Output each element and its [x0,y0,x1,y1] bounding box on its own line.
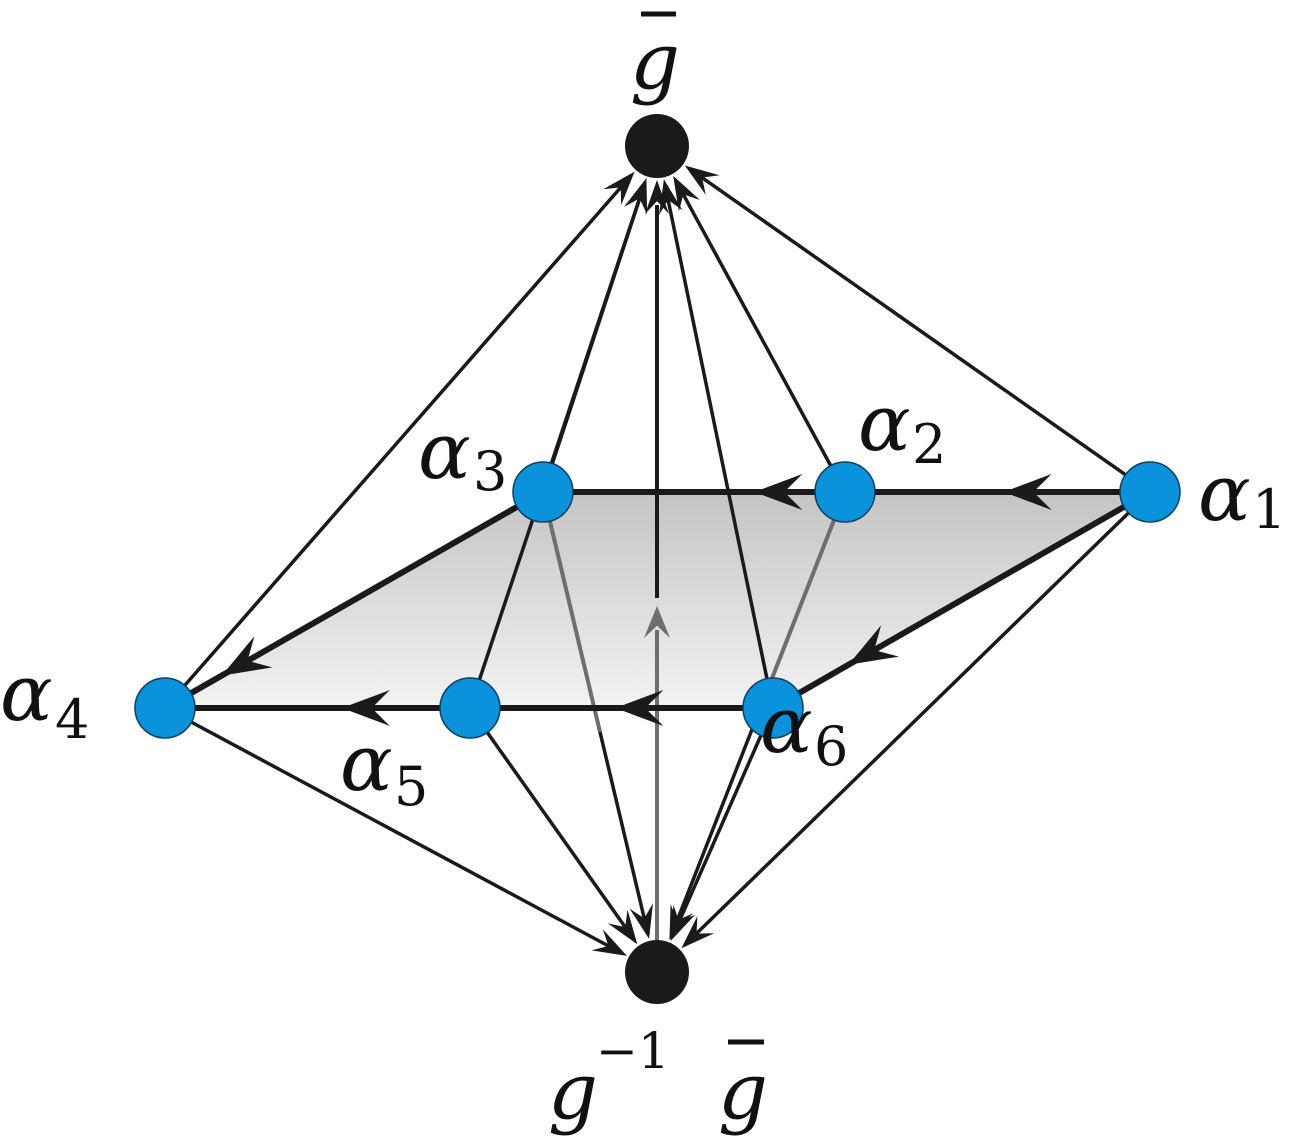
edge-a5-to-a4 [195,690,470,726]
edge-a6-to-a5-arrow [615,690,664,726]
edge-a1-to-bottom [681,490,1152,949]
edge-a1-to-a2-arrow [1003,474,1052,510]
alpha-2-subscript: 2 [912,413,946,476]
alpha-3-symbol: α [418,407,471,497]
alpha-node-4 [134,677,196,739]
edge-a1-to-bottom-arrow [681,916,715,949]
alpha-1-subscript: 1 [1252,478,1286,541]
top-node-letter: g [630,17,680,107]
edge-a1-to-a2 [875,474,1150,510]
edge-a1-to-a6-arrow [848,625,899,665]
edge-bottom-to-top-mid-arrow [644,606,670,638]
alpha-plane [165,492,1150,708]
alpha-node-5 [439,677,501,739]
edges-layer [163,165,1152,956]
alpha-1-symbol: α [1198,449,1251,539]
edge-a3-to-a4-arrow [221,636,273,676]
edge-a1-to-a6 [797,489,1152,696]
edge-a4-to-bottom [164,706,627,956]
bottom-node [625,940,689,1004]
alpha-1-label: α 1 [1198,449,1286,541]
edge-a5-to-top-arrow [624,178,647,215]
edge-a6-to-top [659,179,775,709]
alpha-6-symbol: α [760,681,813,771]
alpha-node-3 [512,461,574,523]
edge-a5-to-top [468,178,647,709]
alpha-2-label: α 2 [858,379,946,476]
alpha-5-label: α 5 [340,719,428,818]
alpha-2-symbol: α [858,379,911,469]
edge-a5-to-a4-arrow [341,690,390,726]
bottom-node-label: g −1 g [548,1022,768,1137]
edge-a6-to-bottom-arrow [670,904,696,941]
edge-a2-to-a3-arrow [754,474,803,510]
bottom-node-superscript: −1 [596,1022,670,1080]
edge-bottom-to-top [644,180,670,940]
edge-a5-to-bottom [468,706,638,945]
edge-a6-to-top-arrow [659,179,683,215]
edge-a6-to-bottom [670,707,775,941]
hidden-edge-a2-to-bottom [764,491,847,695]
edge-a6-to-a5 [500,690,773,726]
alpha-3-label: α 3 [418,407,507,503]
alpha-3-subscript: 3 [473,440,507,503]
edge-a2-to-a3 [573,474,845,510]
edge-a5-to-bottom-arrow [607,909,638,945]
edge-a1-to-top-arrow [684,165,720,195]
top-node [625,114,689,178]
alpha-6-subscript: 6 [814,715,848,778]
edge-a2-to-top [673,175,847,493]
alpha-4-label: α 4 [0,649,89,751]
alpha-6-label: α 6 [760,681,848,778]
alpha-node-6 [742,677,804,739]
edge-bottom-to-top-arrow [645,180,669,214]
bottom-node-letter: g [548,1047,598,1137]
edge-a4-to-bottom-arrow [591,929,627,956]
edge-a2-to-top-arrow [673,175,700,212]
hidden-edge-a3-to-bottom [541,491,602,733]
alpha-4-subscript: 4 [55,688,89,751]
edge-a3-to-a4 [189,489,545,696]
alpha-5-symbol: α [340,719,393,809]
edge-a3-to-bottom-arrow [629,903,653,939]
alpha-node-1 [1119,461,1181,523]
edge-a4-to-top [163,171,635,710]
bottom-node-letter2: g [718,1047,768,1137]
edge-a1-to-top [684,165,1152,494]
alpha-4-symbol: α [0,649,53,739]
edge-a4-to-top-arrow [603,171,635,206]
nodes-layer [134,114,1181,1004]
alpha-node-2 [814,461,876,523]
alpha-5-subscript: 5 [394,755,428,818]
top-node-label: g [630,11,680,107]
